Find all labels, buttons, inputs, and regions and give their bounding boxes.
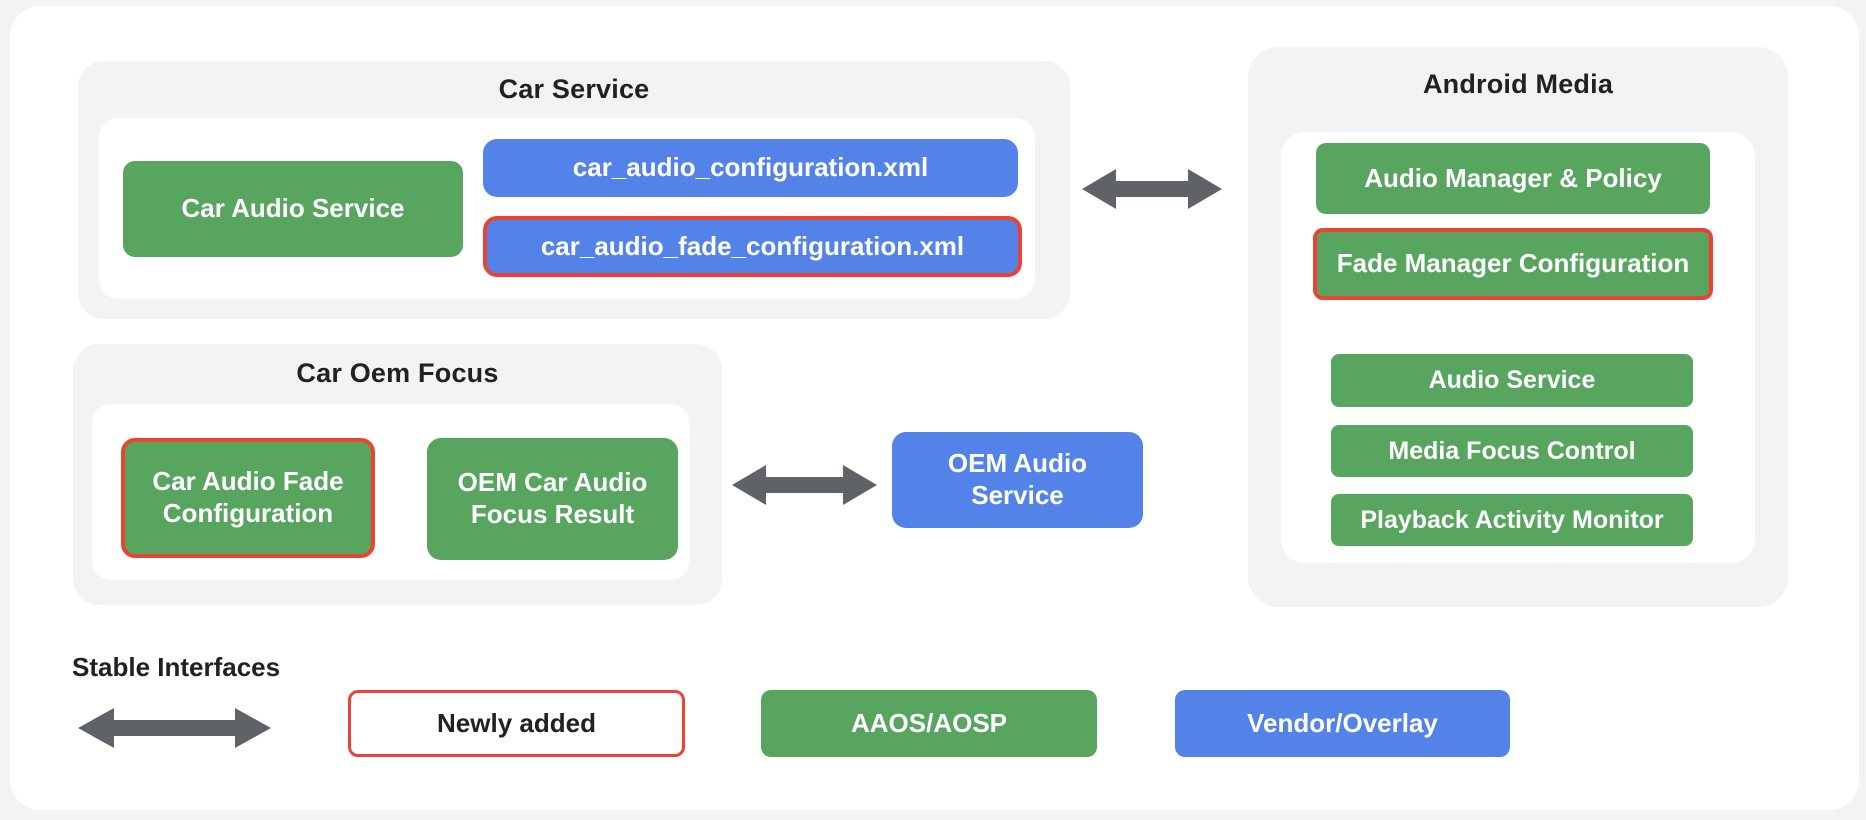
car-service-title: Car Service — [498, 74, 650, 104]
car-oem-focus-title: Car Oem Focus — [296, 358, 499, 388]
android-media-panel: Audio Manager & Policy Fade Manager Conf… — [1281, 132, 1755, 563]
fade-manager-configuration-node: Fade Manager Configuration — [1313, 228, 1713, 300]
car-oem-focus-panel: Car Audio Fade Configuration OEM Car Aud… — [92, 404, 690, 580]
double-arrow-icon — [1082, 169, 1222, 209]
car-audio-service-node: Car Audio Service — [123, 161, 463, 257]
double-arrow-icon — [78, 708, 271, 748]
car-service-group: Car Service Car Audio Service car_audio_… — [78, 61, 1070, 319]
car-oem-focus-group: Car Oem Focus Car Audio Fade Configurati… — [73, 344, 722, 605]
car-audio-fade-configuration-xml-node: car_audio_fade_configuration.xml — [483, 216, 1022, 277]
double-arrow-icon — [732, 465, 877, 505]
audio-service-node: Audio Service — [1331, 354, 1693, 407]
playback-activity-monitor-node: Playback Activity Monitor — [1331, 494, 1693, 546]
media-focus-control-node: Media Focus Control — [1331, 425, 1693, 477]
legend-vendor-overlay: Vendor/Overlay — [1175, 690, 1510, 757]
diagram-canvas: Car Service Car Audio Service car_audio_… — [10, 6, 1859, 810]
car-audio-configuration-xml-node: car_audio_configuration.xml — [483, 139, 1018, 197]
audio-manager-policy-node: Audio Manager & Policy — [1316, 143, 1710, 214]
android-media-title: Android Media — [1422, 69, 1614, 99]
oem-audio-service-node: OEM Audio Service — [892, 432, 1143, 528]
legend-stable-interfaces-label: Stable Interfaces — [72, 652, 281, 682]
car-audio-fade-configuration-node: Car Audio Fade Configuration — [121, 438, 375, 558]
legend-aaos-aosp: AAOS/AOSP — [761, 690, 1097, 757]
car-service-panel: Car Audio Service car_audio_configuratio… — [99, 118, 1035, 299]
oem-car-audio-focus-result-node: OEM Car Audio Focus Result — [427, 438, 678, 560]
android-media-group: Android Media Audio Manager & Policy Fad… — [1248, 47, 1788, 607]
legend-newly-added: Newly added — [348, 690, 685, 757]
